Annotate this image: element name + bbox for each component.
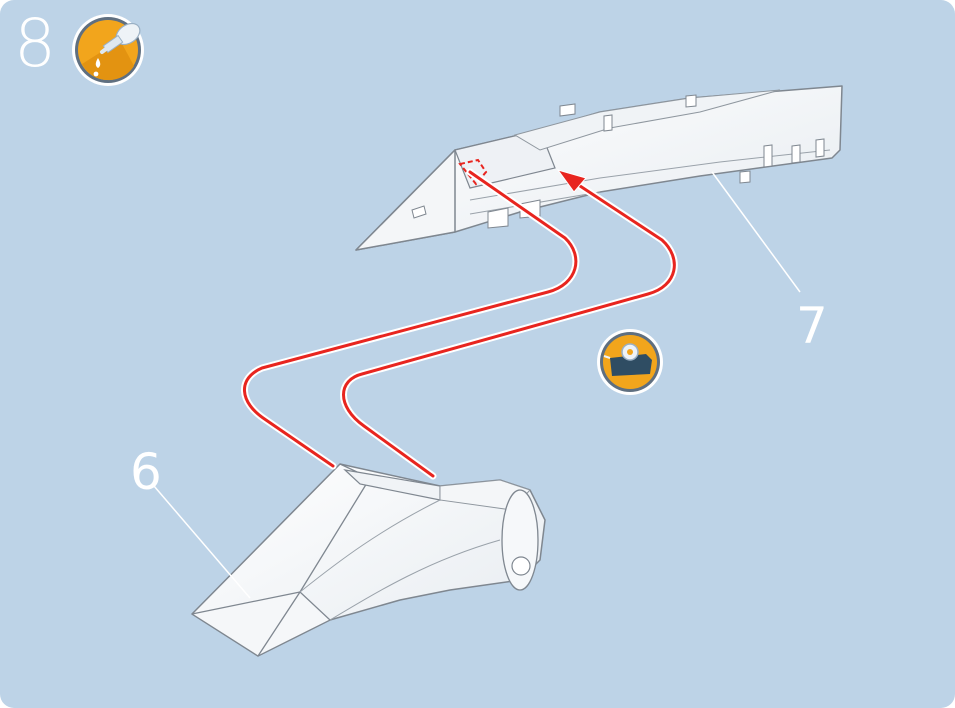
part-label-7: 7 <box>796 298 828 354</box>
part-7-leader-line <box>712 172 800 292</box>
part-7-fuselage <box>356 86 842 250</box>
glue-tube-icon <box>72 14 144 86</box>
part-6-leader-line <box>154 486 250 598</box>
part-label-6: 6 <box>130 444 162 500</box>
step-number: 8 <box>14 8 56 80</box>
tape-dispenser-icon <box>597 329 663 395</box>
part-6-intake <box>192 464 545 656</box>
